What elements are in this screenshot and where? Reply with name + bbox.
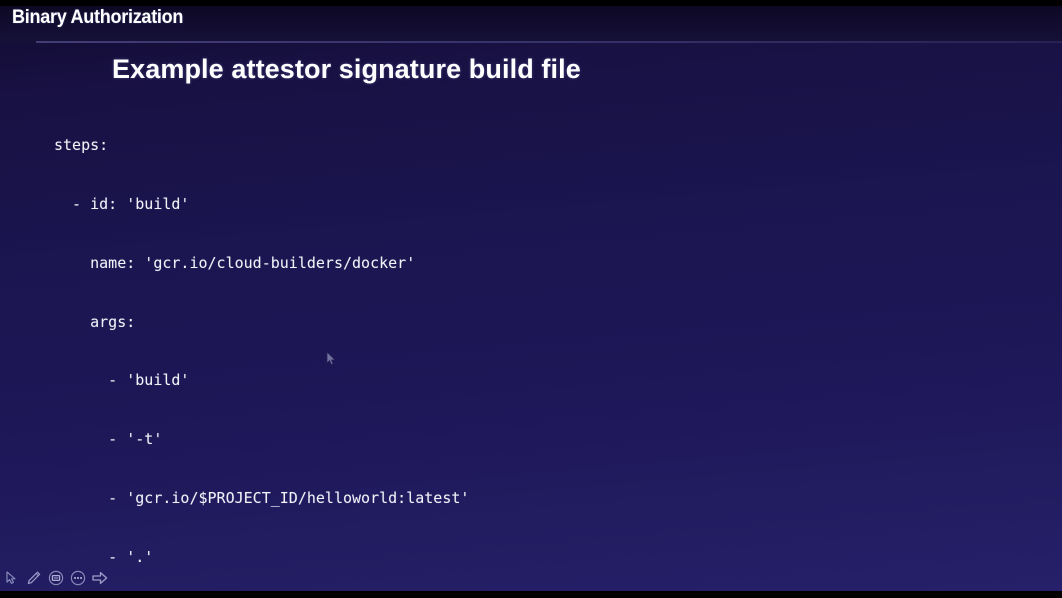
letterbox-bottom [0, 591, 1062, 598]
slide-header-band: Binary Authorization [0, 6, 1062, 42]
code-line: steps: [54, 136, 109, 155]
pointer-icon[interactable] [2, 569, 21, 588]
next-slide-arrow-icon[interactable] [90, 569, 109, 588]
presentation-toolbar[interactable] [2, 567, 109, 589]
slide-canvas: Binary Authorization Example attestor si… [0, 6, 1062, 591]
header-divider [36, 41, 1062, 43]
code-line: - '.' [54, 547, 154, 566]
code-line: - id: 'build' [54, 194, 190, 213]
screen-icon[interactable] [46, 569, 65, 588]
code-line: - 'gcr.io/$PROJECT_ID/helloworld:latest' [54, 488, 470, 507]
mouse-pointer-icon [326, 351, 336, 366]
code-line: name: 'gcr.io/cloud-builders/docker' [54, 253, 416, 272]
options-icon[interactable] [68, 569, 87, 588]
code-block: steps: - id: 'build' name: 'gcr.io/cloud… [54, 97, 1044, 598]
deck-title: Binary Authorization [12, 7, 184, 28]
pen-icon[interactable] [24, 569, 43, 588]
code-line: - '-t' [54, 430, 163, 449]
letterbox-top [0, 0, 1062, 6]
code-line: args: [54, 312, 136, 331]
page-title: Example attestor signature build file [112, 54, 581, 84]
code-line: - 'build' [54, 371, 190, 390]
